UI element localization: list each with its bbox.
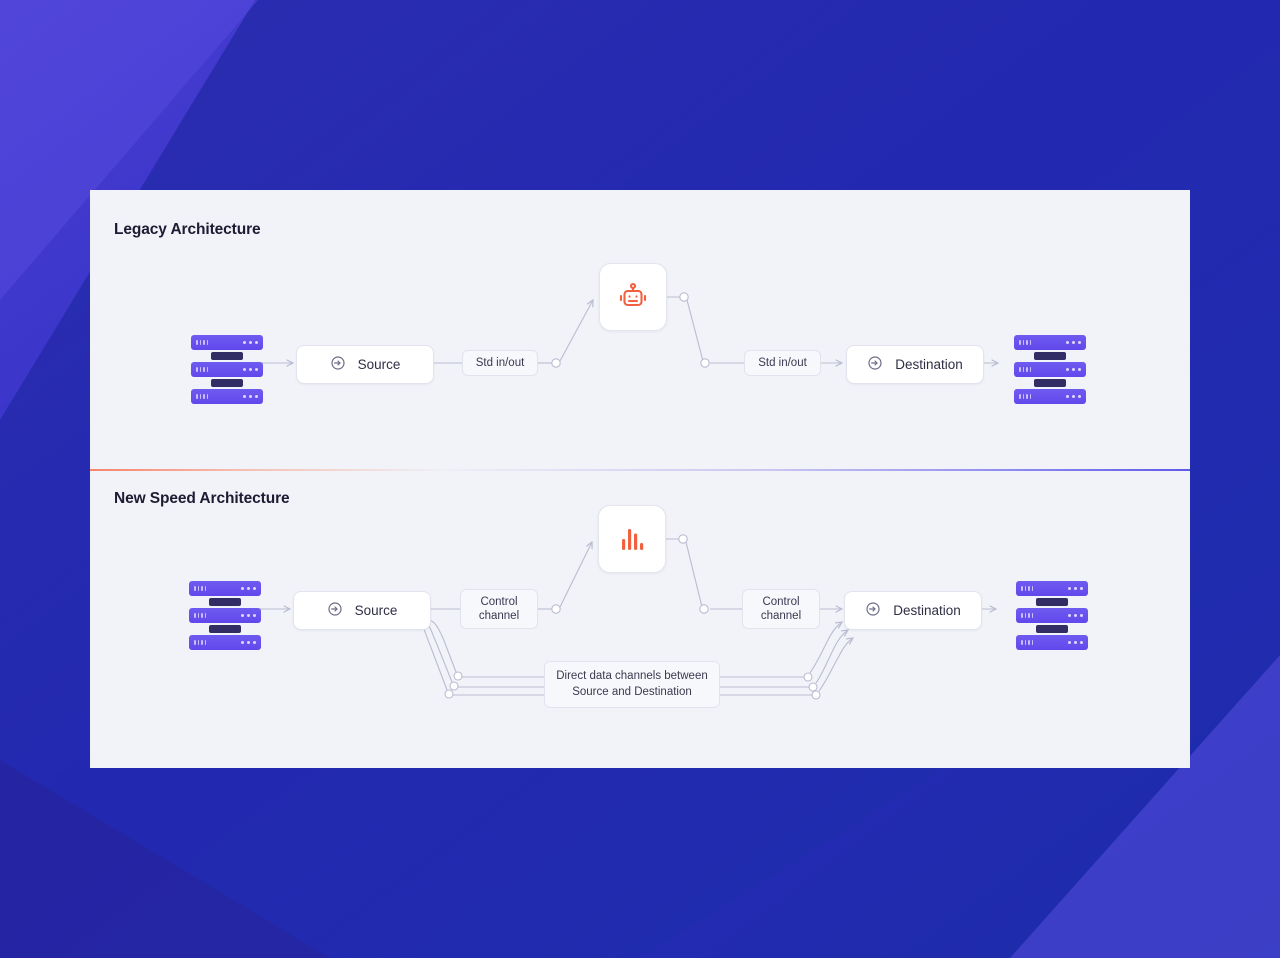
new-speed-server-stack-left: [189, 581, 261, 650]
server-dots: [1065, 394, 1081, 399]
server-connector: [1036, 598, 1068, 606]
server-ticks: [196, 340, 208, 345]
server-connector: [209, 598, 241, 606]
server-ticks: [196, 367, 208, 372]
server-dots: [240, 613, 256, 618]
server-ticks: [194, 613, 206, 618]
server-ticks: [194, 586, 206, 591]
tag-label-line2: channel: [478, 610, 520, 622]
tag-label: Std in/out: [758, 356, 807, 369]
server-ticks: [1019, 394, 1031, 399]
legacy-server-stack-right: [1014, 335, 1086, 404]
server-bar: [1014, 389, 1086, 404]
new-speed-tag-control-channel-right: Control channel: [742, 589, 820, 629]
server-dots: [240, 640, 256, 645]
tag-label-line1: Control: [480, 595, 518, 608]
server-connector: [211, 352, 243, 360]
legacy-source-label: Source: [357, 357, 401, 372]
tag-label: Std in/out: [475, 356, 525, 369]
log-in-icon: [330, 355, 346, 374]
legacy-tag-stdinout-right: Std in/out: [744, 350, 821, 376]
note-line2: Source and Destination: [572, 685, 692, 698]
architecture-diagram-card: Legacy Architecture New Speed Architectu…: [90, 190, 1190, 768]
server-ticks: [1021, 586, 1033, 591]
robot-icon: [619, 282, 647, 307]
server-dots: [240, 586, 256, 591]
new-speed-section-title: New Speed Architecture: [114, 490, 290, 507]
bar-chart-icon: [622, 529, 644, 550]
server-bar: [1016, 608, 1088, 623]
tag-label-line2: channel: [760, 610, 802, 622]
log-in-icon: [327, 601, 343, 620]
legacy-tag-stdinout-left: Std in/out: [462, 350, 538, 376]
legacy-destination-node[interactable]: Destination: [846, 345, 984, 384]
server-bar: [189, 608, 261, 623]
server-dots: [242, 340, 258, 345]
new-speed-destination-node[interactable]: Destination: [844, 591, 982, 630]
legacy-source-node[interactable]: Source: [296, 345, 434, 384]
server-connector: [211, 379, 243, 387]
server-dots: [1067, 613, 1083, 618]
server-dots: [1065, 367, 1081, 372]
server-bar: [191, 389, 263, 404]
server-dots: [242, 394, 258, 399]
log-in-icon: [865, 601, 881, 620]
server-connector: [1034, 352, 1066, 360]
server-dots: [242, 367, 258, 372]
server-ticks: [1019, 367, 1031, 372]
note-line1: Direct data channels between: [556, 669, 708, 682]
server-ticks: [1021, 640, 1033, 645]
server-ticks: [194, 640, 206, 645]
direct-data-channels-note: Direct data channels between Source and …: [544, 661, 720, 708]
log-in-icon: [867, 355, 883, 374]
tag-label-line1: Control: [762, 595, 800, 608]
server-ticks: [1019, 340, 1031, 345]
server-bar: [1014, 362, 1086, 377]
new-speed-metrics-icon-box: [598, 505, 666, 573]
server-dots: [1067, 640, 1083, 645]
new-speed-source-label: Source: [354, 603, 398, 618]
server-bar: [189, 581, 261, 596]
server-connector: [1034, 379, 1066, 387]
server-bar: [191, 335, 263, 350]
server-bar: [1014, 335, 1086, 350]
server-ticks: [196, 394, 208, 399]
server-connector: [209, 625, 241, 633]
server-ticks: [1021, 613, 1033, 618]
new-speed-server-stack-right: [1016, 581, 1088, 650]
legacy-agent-icon-box: [599, 263, 667, 331]
legacy-destination-label: Destination: [895, 357, 963, 372]
server-dots: [1065, 340, 1081, 345]
server-bar: [1016, 635, 1088, 650]
section-divider: [90, 469, 1190, 471]
legacy-section-title: Legacy Architecture: [114, 221, 261, 238]
server-dots: [1067, 586, 1083, 591]
server-bar: [189, 635, 261, 650]
new-speed-source-node[interactable]: Source: [293, 591, 431, 630]
server-bar: [191, 362, 263, 377]
legacy-server-stack-left: [191, 335, 263, 404]
new-speed-tag-control-channel-left: Control channel: [460, 589, 538, 629]
server-connector: [1036, 625, 1068, 633]
server-bar: [1016, 581, 1088, 596]
new-speed-destination-label: Destination: [893, 603, 961, 618]
